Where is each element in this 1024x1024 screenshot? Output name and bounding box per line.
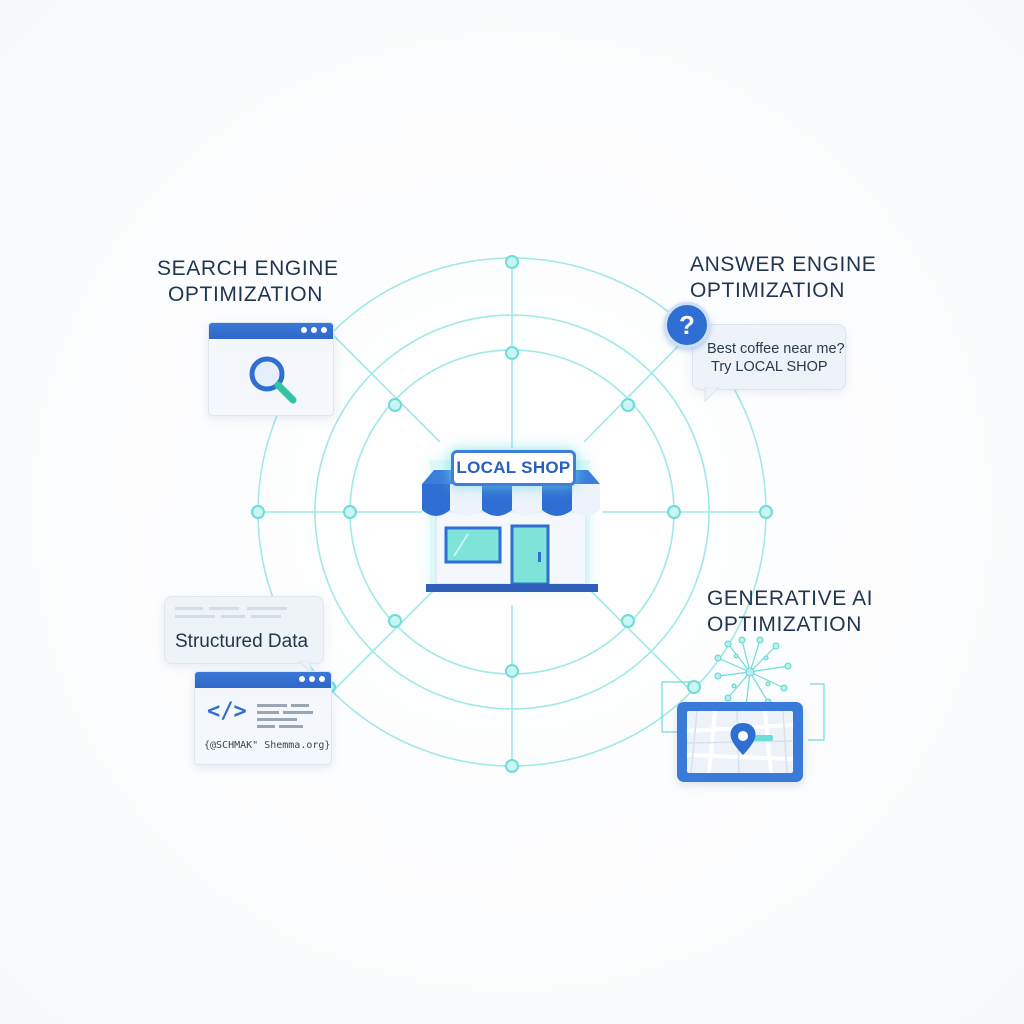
chat-answer: Try LOCAL SHOP [711, 359, 828, 375]
seo-browser-window [208, 322, 334, 416]
node-dot [687, 680, 701, 694]
geo-label: GENERATIVE AI OPTIMIZATION [707, 586, 873, 638]
node-dot [343, 505, 357, 519]
aeo-label: ANSWER ENGINE OPTIMIZATION [690, 252, 876, 304]
structured-data-title: Structured Data [175, 631, 309, 652]
text-lines-icon [175, 607, 287, 618]
node-dot [505, 346, 519, 360]
chat-question: Best coffee near me? [707, 341, 845, 357]
answer-chat-bubble: Best coffee near me? Try LOCAL SHOP [692, 324, 846, 403]
node-dot [251, 505, 265, 519]
node-dot [621, 614, 635, 628]
question-icon: ? [664, 302, 710, 348]
node-dot [621, 398, 635, 412]
structured-data-bubble: Structured Data [164, 596, 324, 677]
code-lines-icon [257, 704, 313, 728]
browser-titlebar [209, 323, 333, 339]
aeo-label-line1: ANSWER ENGINE [690, 253, 877, 276]
seo-label: SEARCH ENGINE OPTIMIZATION [157, 256, 339, 308]
window-dots-icon [301, 327, 327, 333]
spoke-top-left [327, 329, 441, 443]
schema-text: {@SCHMAK" Shemma.org} [204, 740, 331, 751]
bubble-tail [704, 387, 720, 403]
seo-label-line2: OPTIMIZATION [168, 283, 323, 306]
node-dot [388, 614, 402, 628]
node-dot [388, 398, 402, 412]
window-dots-icon [299, 676, 325, 682]
map-pin-tablet-icon [687, 711, 793, 773]
node-dot [759, 505, 773, 519]
map-screen [687, 711, 793, 773]
spoke-bottom-left [329, 583, 441, 695]
geo-label-line1: GENERATIVE AI [707, 587, 874, 610]
node-dot [505, 664, 519, 678]
spoke-top-right [583, 329, 695, 443]
node-dot [505, 759, 519, 773]
geo-label-line2: OPTIMIZATION [707, 613, 862, 636]
browser-titlebar [195, 672, 331, 688]
shop-sign: LOCAL SHOP [451, 450, 576, 486]
seo-label-line1: SEARCH ENGINE [157, 257, 339, 280]
code-browser-window: </> {@SCHMAK" Shemma.org} [194, 671, 332, 765]
map-tablet [677, 702, 803, 782]
code-symbol-icon: </> [207, 699, 247, 724]
node-dot [667, 505, 681, 519]
node-dot [505, 255, 519, 269]
magnifier-icon [249, 356, 297, 404]
aeo-label-line2: OPTIMIZATION [690, 279, 845, 302]
spoke-bottom-right [583, 583, 695, 695]
